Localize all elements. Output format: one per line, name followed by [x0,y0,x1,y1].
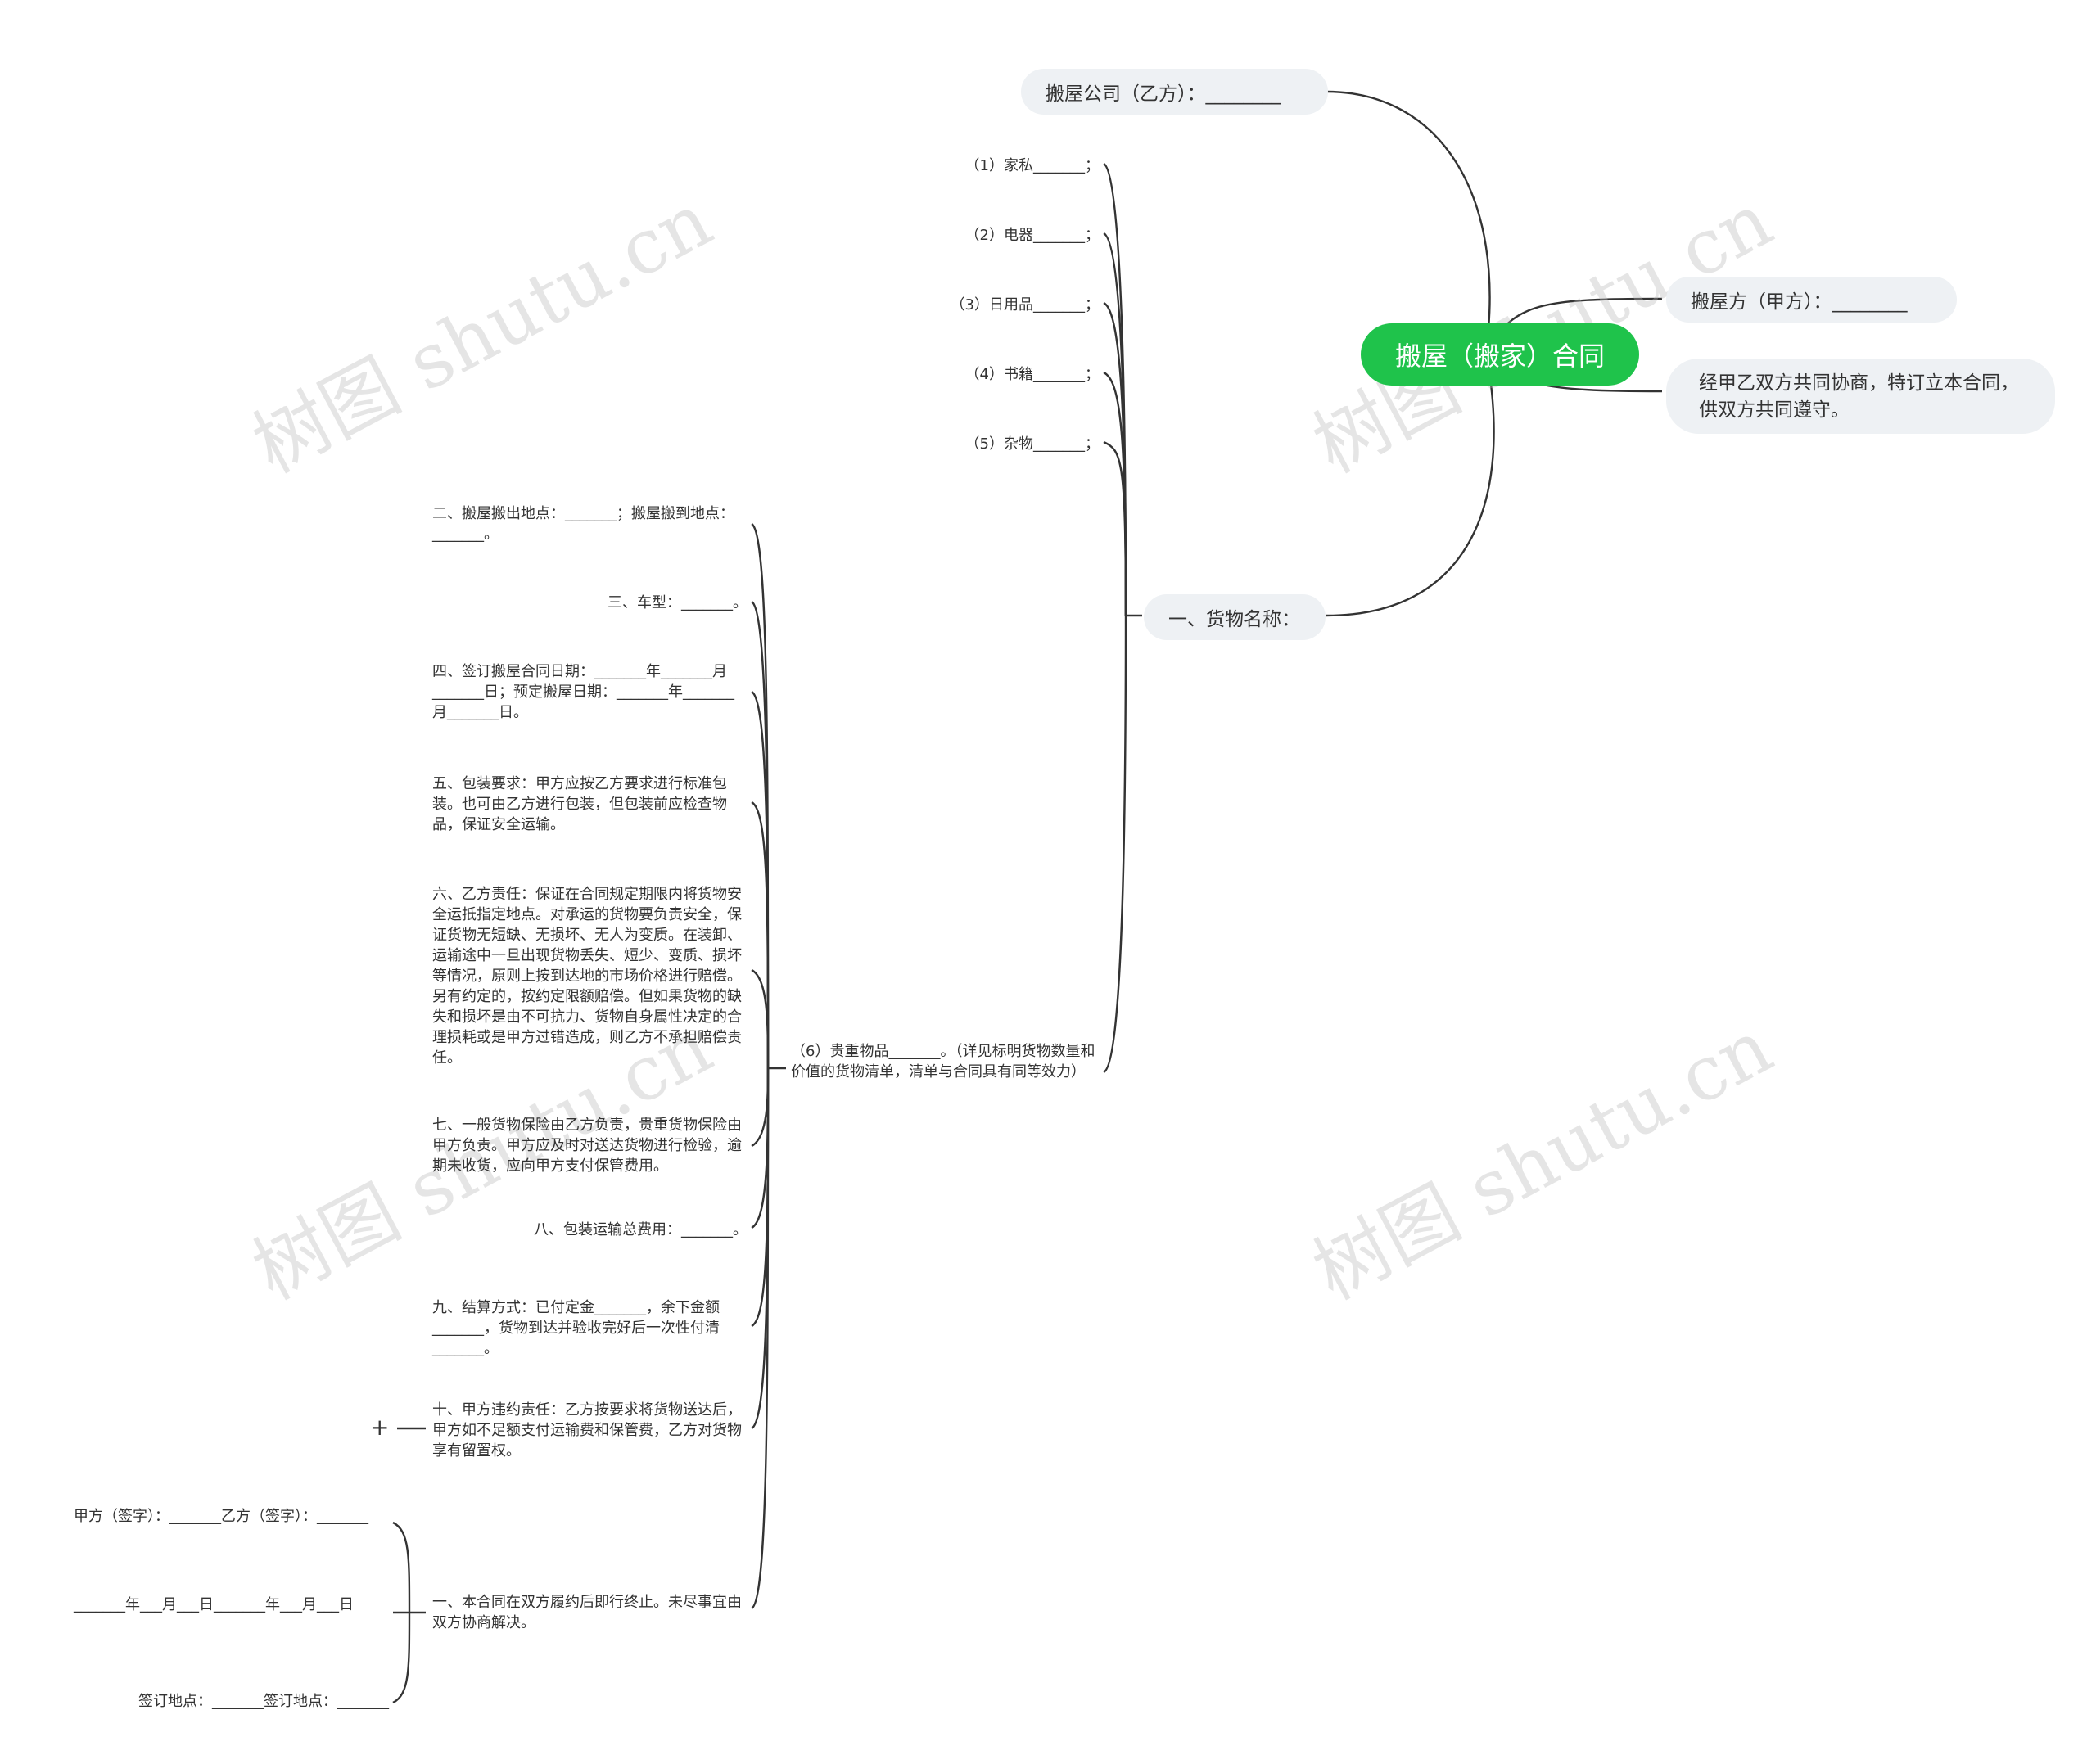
clause-item[interactable]: 八、包装运输总费用：_______。 [534,1221,748,1238]
company-node[interactable]: 搬屋公司（乙方）：________ [1021,69,1328,115]
clause-item[interactable]: 一、本合同在双方履约后即行终止。未尽事宜由双方协商解决。 [432,1594,742,1631]
clause-item[interactable]: 九、结算方式：已付定金_______，余下金额_______，货物到达并验收完好… [432,1299,720,1357]
party-a-node[interactable]: 搬屋方（甲方）：________ [1666,277,1957,323]
watermark: 树图 shutu.cn [239,176,725,490]
goods-item[interactable]: （4）书籍_______； [964,366,1100,383]
goods-item[interactable]: （5）杂物_______； [964,435,1100,453]
expand-button[interactable]: + [370,1414,390,1441]
intro-node[interactable]: 经甲乙双方共同协商，特订立本合同，供双方共同遵守。 [1666,359,2055,434]
goods-item[interactable]: （3）日用品_______； [950,296,1100,314]
clause-item[interactable]: 二、搬屋搬出地点：_______；搬屋搬到地点：_______。 [432,505,734,543]
clause-item[interactable]: 六、乙方责任：保证在合同规定期限内将货物安全运抵指定地点。对承运的货物要负责安全… [432,886,742,1067]
clause-item[interactable]: 十、甲方违约责任：乙方按要求将货物送达后，甲方如不足额支付运输费和保管费，乙方对… [432,1401,742,1459]
clause-item[interactable]: 五、包装要求：甲方应按乙方要求进行标准包装。也可由乙方进行包装，但包装前应检查物… [432,775,727,833]
goods-node[interactable]: 一、货物名称： [1144,594,1326,640]
valuables-item[interactable]: （6）贵重物品_______。（详见标明货物数量和价值的货物清单，清单与合同具有… [791,1043,1095,1081]
clause-item[interactable]: 三、车型：_______。 [608,594,748,611]
signature-item[interactable]: 甲方（签字）：_______乙方（签字）：_______ [74,1508,368,1525]
root-node[interactable]: 搬屋（搬家）合同 [1361,323,1639,386]
signature-item[interactable]: _______年___月___日_______年___月___日 [74,1596,354,1613]
watermark: 树图 shutu.cn [1299,1003,1786,1317]
clause-item[interactable]: 七、一般货物保险由乙方负责，贵重货物保险由甲方负责。甲方应及时对送达货物进行检验… [432,1117,742,1175]
goods-item[interactable]: （2）电器_______； [964,227,1100,244]
clause-item[interactable]: 四、签订搬屋合同日期：_______年_______月_______日；预定搬屋… [432,663,734,721]
goods-item[interactable]: （1）家私_______； [964,157,1100,174]
signature-item[interactable]: 签订地点：_______签订地点：_______ [138,1693,389,1710]
